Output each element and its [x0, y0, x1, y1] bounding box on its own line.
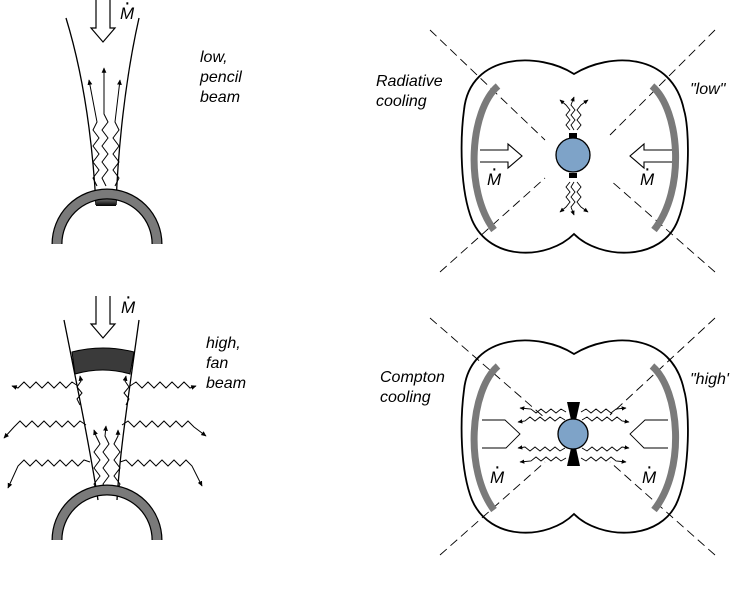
- radiative-cooling-label: Radiative cooling: [376, 73, 443, 110]
- neutron-star: [555, 137, 591, 173]
- mdot-label-radiative-right: M: [640, 158, 654, 190]
- mdot-label-compton-left: M: [490, 456, 504, 488]
- mdot-label-top-left: M: [120, 0, 134, 24]
- compton-cooling-panel: [429, 317, 716, 556]
- mdot-label-bottom-left: M: [121, 286, 135, 318]
- low-luminosity-label: "low": [690, 81, 726, 98]
- fan-beam-label: high, fan beam: [206, 335, 247, 392]
- pencil-beam-label: low, pencil beam: [200, 49, 242, 106]
- compton-cooling-label: Compton cooling: [380, 369, 445, 406]
- high-luminosity-label: "high': [690, 371, 729, 388]
- pencil-beam-column: [51, 0, 163, 245]
- mdot-label-compton-right: M: [642, 456, 656, 488]
- neutron-star-compton: [557, 418, 589, 450]
- radiative-cooling-panel: [429, 29, 716, 273]
- mdot-label-radiative-left: M: [487, 158, 501, 190]
- shock-band: [71, 347, 135, 375]
- fan-beam-column: [3, 296, 207, 541]
